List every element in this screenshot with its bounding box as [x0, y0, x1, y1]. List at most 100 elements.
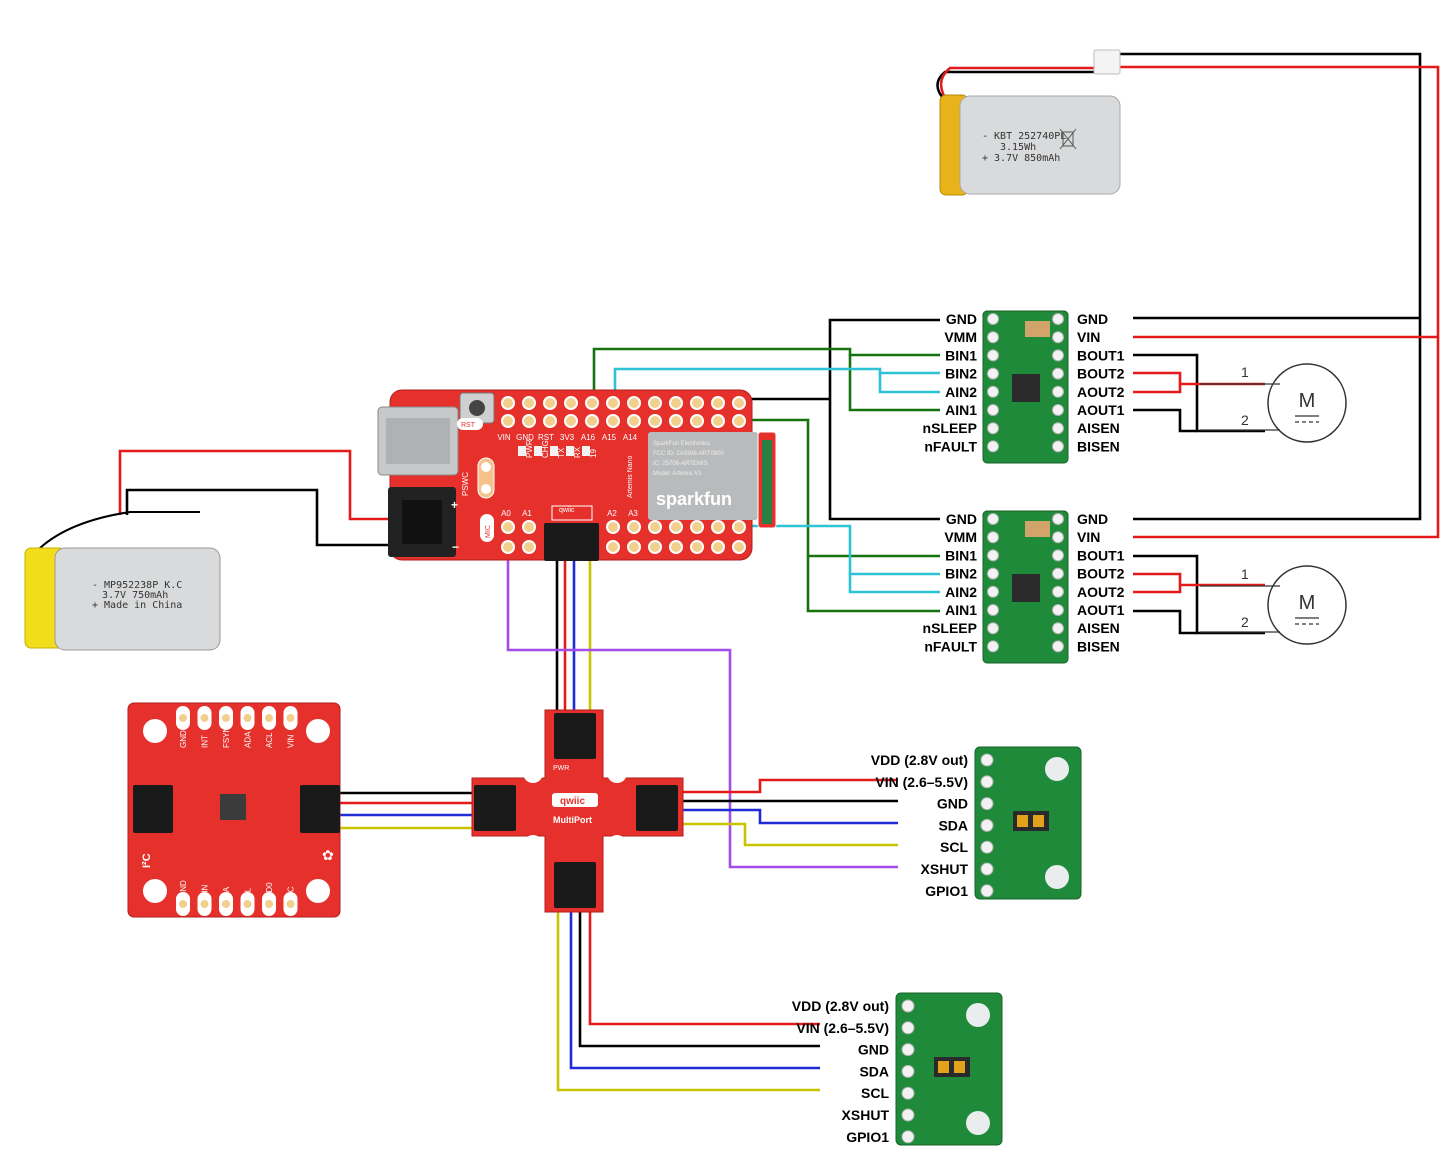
motor-body [1267, 363, 1347, 443]
wire-md1-ain1 [848, 355, 940, 412]
header-hole [690, 520, 704, 534]
driver-left-pin-ain2: AIN2 [945, 584, 977, 600]
header-hole [606, 520, 620, 534]
imu-chip [220, 794, 246, 820]
module-line-1: SparkFun Electronics [653, 441, 710, 447]
mic-label: MIC [485, 525, 492, 538]
header-hole [690, 414, 704, 428]
qwiic-multiport: qwiic MultiPort PWR [471, 709, 684, 913]
driver-pin-hole [987, 585, 999, 598]
driver-pin-hole [1052, 567, 1064, 580]
imu-pin-label-nc: NC [287, 886, 296, 898]
led-label-tx: TX [557, 447, 566, 458]
driver-right-pin-vin: VIN [1077, 529, 1100, 545]
driver-pin-hole [1052, 313, 1064, 325]
driver-capacitor [1025, 321, 1050, 337]
wire-md1-gnd [828, 318, 940, 521]
tof-pin-hole [901, 1043, 915, 1057]
header-hole [711, 414, 725, 428]
wire-tof2-gnd [578, 910, 820, 1048]
imu-pin-label-acl: ACL [265, 732, 274, 748]
motor-terminal-2: 2 [1241, 412, 1249, 428]
tof-emitter [1017, 815, 1028, 827]
battery-top: - KBT 252740PL 3.15Wh + 3.7V 850mAh [936, 49, 1121, 196]
header-hole [711, 540, 725, 554]
header-hole [669, 396, 683, 410]
wire-md2-bout2 [1133, 572, 1265, 587]
driver-left-pin-vmm: VMM [944, 329, 977, 345]
motor-terminal-1: 1 [1241, 566, 1249, 582]
header-hole [732, 520, 746, 534]
driver-pin-hole [1052, 549, 1064, 562]
module-line-4: Model: Artemis V1 [653, 471, 702, 477]
tof-pin-label-6: GPIO1 [925, 883, 968, 899]
tof-pin-hole [901, 1086, 915, 1100]
multiport-connector-top [554, 713, 596, 759]
driver-left-pin-ain1: AIN1 [945, 402, 977, 418]
imu-pin-hole [265, 714, 273, 722]
header-hole [522, 414, 536, 428]
header-hole [690, 396, 704, 410]
header-hole [627, 396, 641, 410]
driver-pin-hole [987, 640, 999, 653]
imu-i2c-label: I²C [141, 853, 153, 868]
imu-pin-hole [222, 714, 230, 722]
driver-right-pin-aout1: AOUT1 [1077, 402, 1125, 418]
tof-pin-hole [980, 862, 994, 876]
wire-batt-top-vin [1118, 65, 1440, 339]
tof-pin-label-5: XSHUT [842, 1107, 890, 1123]
header-hole [669, 414, 683, 428]
imu-pin-label-ad0: AD0 [265, 882, 274, 898]
artemis-qwiic-connector [544, 523, 599, 561]
tof-pin-label-0: VDD (2.8V out) [792, 998, 889, 1014]
header-hole [627, 540, 641, 554]
artemis-pin-label-gnd: GND [516, 433, 534, 442]
driver-pin-hole [987, 622, 999, 635]
header-hole [522, 540, 536, 554]
driver-chip [1012, 574, 1040, 602]
header-hole [711, 520, 725, 534]
wire-tof1-vin [680, 778, 898, 794]
driver-right-pin-aisen: AISEN [1077, 620, 1120, 636]
header-hole [648, 414, 662, 428]
imu-pin-hole [179, 900, 187, 908]
artemis-pin-label-a2: A2 [607, 509, 617, 518]
driver-pin-hole [1052, 331, 1064, 344]
header-hole [669, 520, 683, 534]
header-hole [648, 396, 662, 410]
driver-pin-hole [987, 422, 999, 435]
tof-pin-label-3: SDA [938, 817, 968, 833]
header-hole [648, 520, 662, 534]
battery-left-line1: - MP952238P K.C [92, 580, 182, 591]
motor-2: M12 [1200, 565, 1347, 645]
wire-batt-left-vin [118, 449, 388, 521]
tof-sensor-1: VDD (2.8V out)VIN (2.6–5.5V)GNDSDASCLXSH… [871, 746, 1082, 900]
header-hole [606, 540, 620, 554]
driver-right-pin-aout2: AOUT2 [1077, 584, 1125, 600]
imu-qwiic-left [133, 785, 173, 833]
tof-pin-hole [901, 1108, 915, 1122]
header-hole [732, 414, 746, 428]
driver-right-pin-bout1: BOUT1 [1077, 547, 1125, 563]
driver-pin-hole [987, 404, 999, 416]
driver-pin-hole [1052, 367, 1064, 380]
driver-pin-hole [987, 367, 999, 380]
tof-pin-label-6: GPIO1 [846, 1129, 889, 1145]
tof-pin-label-0: VDD (2.8V out) [871, 752, 968, 768]
tof-pin-hole [980, 818, 994, 832]
wire-md1-aout1 [1133, 408, 1197, 433]
multiport-pwr-label: PWR [553, 765, 569, 772]
header-hole [585, 414, 599, 428]
battery-left-line2: 3.7V 750mAh [102, 590, 168, 601]
tof-receiver [1033, 815, 1044, 827]
imu-pin-label-cl: CL [244, 887, 253, 898]
tof-pin-hole [901, 1130, 915, 1144]
tof-pin-label-2: GND [937, 796, 968, 812]
driver-left-pin-nsleep: nSLEEP [923, 420, 977, 436]
multiport-connector-right [636, 785, 678, 831]
driver-pin-hole [1052, 349, 1064, 362]
driver-pin-hole [987, 513, 999, 525]
wire-md2-ain2 [848, 574, 940, 594]
driver-right-pin-gnd: GND [1077, 311, 1108, 327]
